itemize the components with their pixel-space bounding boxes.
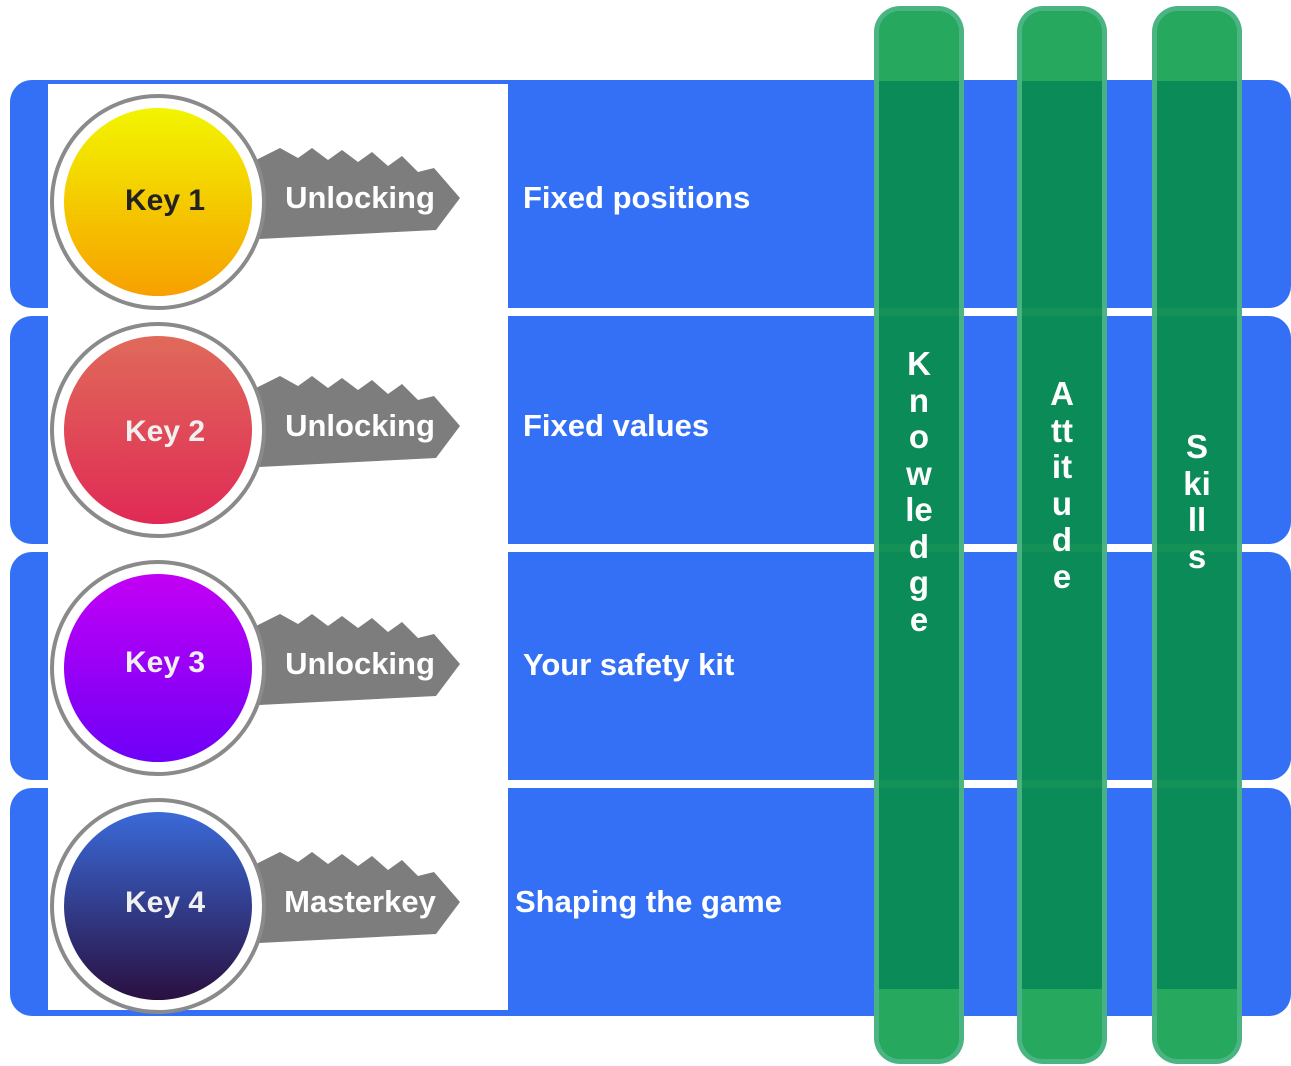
pillar-knowledge-label: Knowledge — [905, 345, 933, 638]
key-2-blade-label: Unlocking — [285, 408, 435, 443]
pillar-cap — [1022, 11, 1102, 81]
key-3-blade-label: Unlocking — [285, 646, 435, 681]
pillar-cap — [879, 11, 959, 81]
pillar-attitude-label: Attitude — [1050, 375, 1074, 595]
pillar-attitude: Attitude — [1017, 6, 1107, 1064]
pillar-cap — [879, 989, 959, 1059]
pillar-cap — [1022, 989, 1102, 1059]
key-4-label: Key 4 — [124, 886, 206, 919]
pillar-skills-label: Skills — [1183, 428, 1211, 575]
key-2-icon — [50, 322, 460, 538]
key-2-label: Key 2 — [124, 415, 206, 448]
key-3-label: Key 3 — [124, 646, 206, 679]
row-2-description: Fixed values — [523, 408, 710, 443]
row-3-description: Your safety kit — [523, 647, 735, 682]
pillar-skills: Skills — [1152, 6, 1242, 1064]
key-4-icon — [50, 798, 460, 1014]
pillar-cap — [1157, 989, 1237, 1059]
key-1-blade-label: Unlocking — [285, 180, 435, 215]
pillar-knowledge: Knowledge — [874, 6, 964, 1064]
key-4-blade-label: Masterkey — [284, 884, 436, 919]
pillar-cap — [1157, 11, 1237, 81]
key-1-icon — [50, 94, 460, 310]
key-3-icon — [50, 560, 460, 776]
key-1-label: Key 1 — [124, 184, 206, 217]
row-4-description: Shaping the game — [515, 884, 782, 919]
row-1-description: Fixed positions — [523, 180, 751, 215]
